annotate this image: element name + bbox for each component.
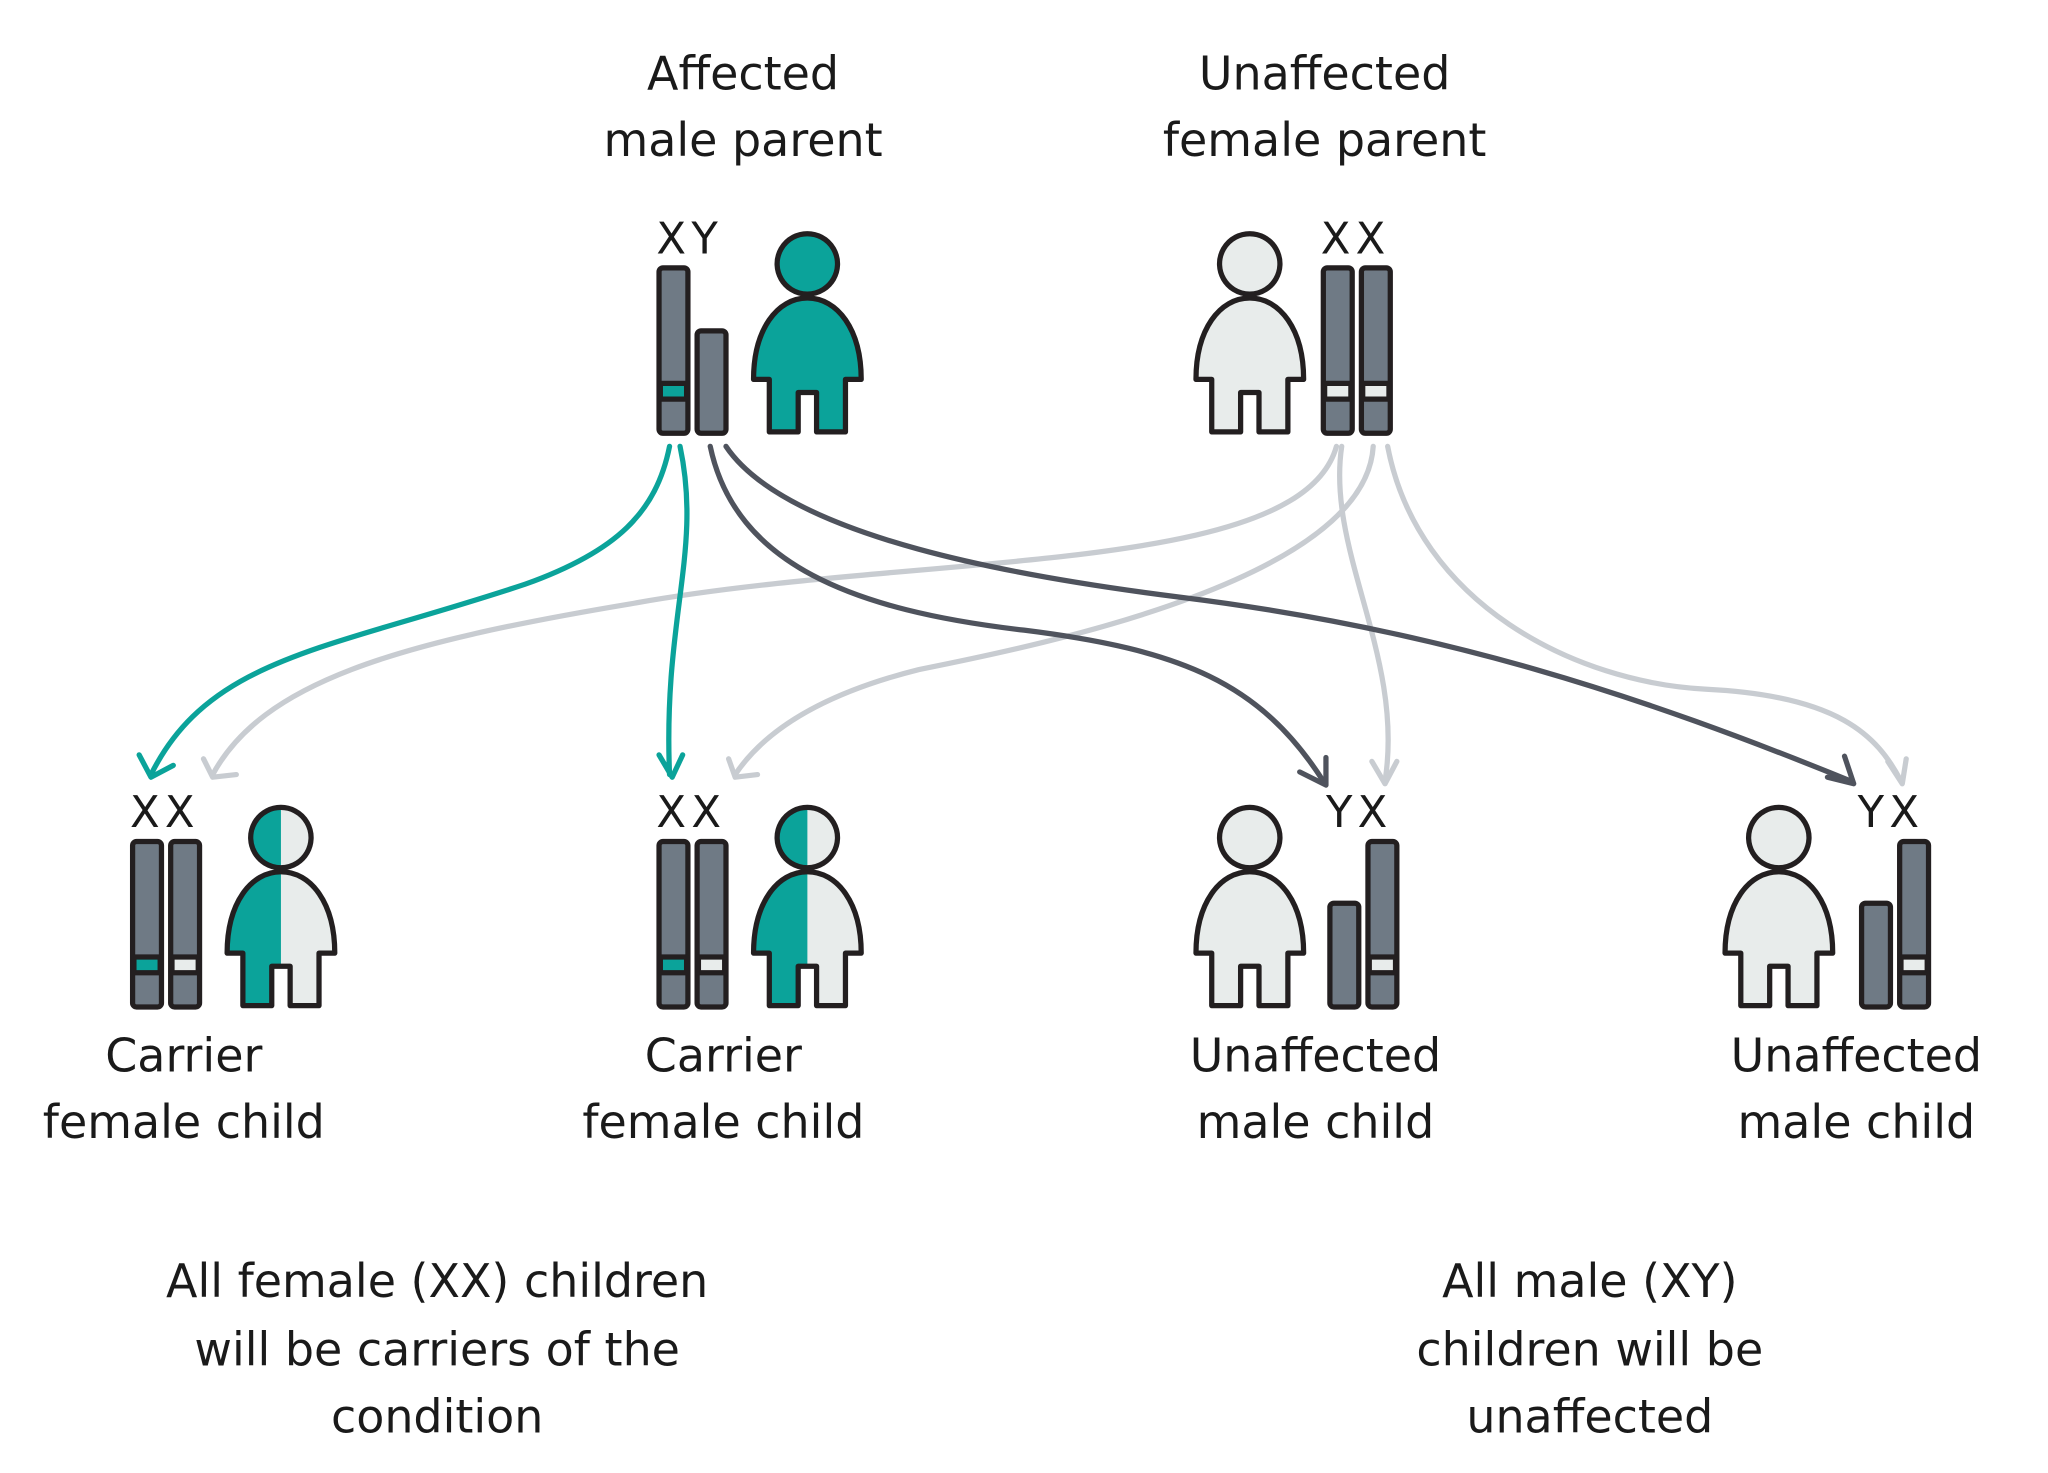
child-label-line2: female child [582,1095,864,1149]
child-label-line1: Carrier [645,1028,802,1082]
unaffected-male-icon [1196,807,1304,1005]
child-label-line1: Carrier [105,1028,262,1082]
child-label-line2: female child [43,1095,325,1149]
note-line: unaffected [1466,1389,1713,1443]
child-label-line2: male child [1738,1095,1976,1149]
unaffected-male-icon [1725,807,1833,1005]
child-chromosome-letters: XX [130,788,200,838]
note-line: condition [331,1389,543,1443]
mother-label-line2: female parent [1163,113,1487,167]
note-line: children will be [1416,1322,1763,1376]
note-line: All male (XY) [1442,1254,1737,1308]
male-children-note: All male (XY) children will be unaffecte… [1416,1254,1763,1443]
note-line: All female (XX) children [166,1254,708,1308]
child-chromosome-letters: YX [1325,788,1393,838]
arrow-mother-to-child1 [210,443,1340,778]
mother-label-line1: Unaffected [1199,46,1450,100]
arrow-father-y-to-child3 [707,443,1326,784]
y-chromosome [694,328,729,436]
mother-group: Unaffected female parent XX [1163,46,1487,436]
child-label-line2: male child [1197,1095,1435,1149]
arrow-mother-to-child4 [1385,443,1904,784]
unaffected-female-icon [1196,234,1304,432]
female-children-note: All female (XX) children will be carrier… [166,1254,708,1443]
father-chromosome-letters: XY [656,214,723,264]
carrier-female-icon [227,807,335,1005]
child-label-line1: Unaffected [1190,1028,1442,1082]
note-line: will be carriers of the [194,1322,680,1376]
child-chromosome-letters: YX [1857,788,1925,838]
father-label-line1: Affected [647,46,839,100]
father-label-line2: male parent [604,113,883,167]
child-label-line1: Unaffected [1731,1028,1983,1082]
arrow-mother-to-child2 [732,443,1376,778]
father-group: Affected male parent XY [604,46,883,436]
arrow-father-x-to-child2 [666,443,690,778]
arrow-mother-to-child3 [1336,443,1391,784]
arrow-father-y-to-child4 [723,443,1854,784]
child-chromosome-letters: XX [656,788,726,838]
inheritance-arrows [136,443,1909,788]
child-unaffected-male-1: YX Unaffected male child [1190,788,1442,1149]
x-chromosome-normal [1358,265,1393,436]
child-unaffected-male-2: YX Unaffected male child [1725,788,1982,1149]
carrier-female-icon [754,807,862,1005]
child-carrier-female-1: XX Carrier female child [43,788,335,1149]
child-carrier-female-2: XX Carrier female child [582,788,864,1149]
arrow-father-x-to-child1 [148,443,673,778]
mother-chromosome-letters: XX [1321,214,1391,264]
affected-male-icon [754,234,862,432]
x-chromosome-affected [656,265,691,436]
x-chromosome-normal [1320,265,1355,436]
